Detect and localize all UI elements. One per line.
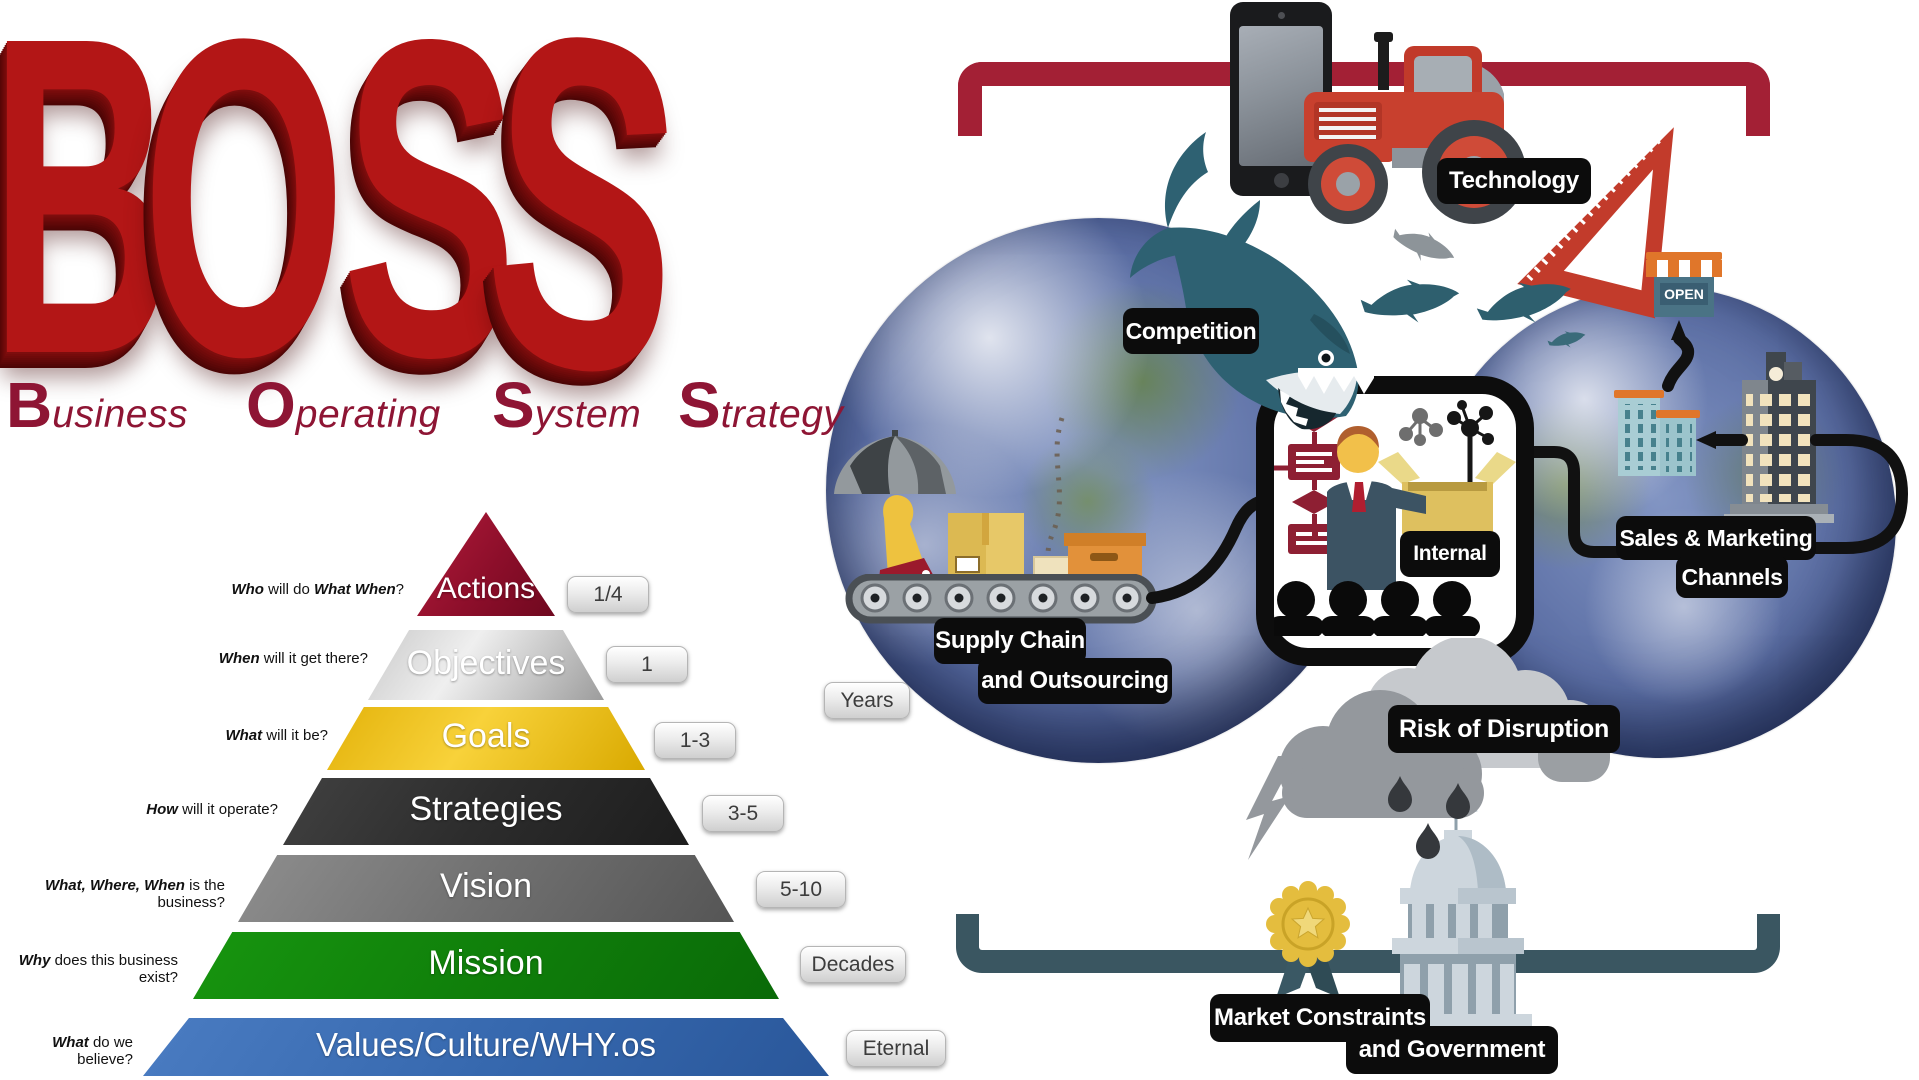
small-fish-icon	[1547, 331, 1586, 348]
question-segment: Why	[18, 952, 51, 969]
question-segment: will do	[263, 581, 314, 598]
pyramid-layer-vision	[238, 855, 734, 922]
timescale-badge-1: 1	[606, 646, 688, 683]
small-gray-shark-icon	[1393, 228, 1455, 262]
shark-bite-mark	[1298, 368, 1374, 394]
word-cap: B	[6, 369, 53, 441]
timescale-badge-eternal: Eternal	[846, 1030, 946, 1067]
skyscraper-icon	[1724, 352, 1834, 523]
store-open-sign: OPEN	[1664, 286, 1704, 302]
cargo-boxes-icon	[948, 513, 1146, 584]
pyramid-layer-label: Goals	[441, 717, 531, 756]
timescale-badge-1-4: 1/4	[567, 576, 649, 613]
question-segment: What	[225, 727, 263, 744]
ruler-icon	[1517, 127, 1674, 319]
word-rest: ystem	[534, 393, 642, 436]
timescale-badge-1-3: 1-3	[654, 722, 736, 759]
question-segment: is the business?	[157, 877, 225, 911]
presenter-icon	[1327, 426, 1426, 590]
word-cap: S	[678, 369, 721, 441]
label-supply-chain: Supply Chain	[934, 618, 1086, 664]
pyramid-layer-label: Objectives	[406, 643, 566, 682]
pyramid-question: How will it operate?	[0, 801, 278, 818]
bottom-bracket	[956, 914, 1780, 973]
pyramid-question: What do we believe?	[0, 1034, 133, 1068]
label-internal: Internal	[1400, 531, 1500, 577]
label-risk-of-disruption: Risk of Disruption	[1388, 705, 1620, 753]
timescale-badge-5-10: 5-10	[756, 871, 846, 908]
word-cap: S	[492, 369, 535, 441]
label-and-government: and Government	[1346, 1026, 1558, 1074]
pyramid-question: What, Where, When is the business?	[0, 877, 225, 911]
question-segment: What, Where, When	[44, 877, 185, 894]
lightning-icon	[1246, 756, 1296, 860]
boss-letter-b: B	[0, 0, 173, 448]
buildings-icon	[1614, 390, 1700, 476]
top-bracket	[958, 62, 1770, 136]
question-segment: When	[218, 650, 260, 667]
word-cap: O	[246, 369, 296, 441]
question-segment: will it operate?	[177, 801, 278, 818]
question-segment: What When	[314, 581, 396, 598]
shark-icon	[1476, 282, 1571, 323]
pyramid-question: What will it be?	[0, 727, 328, 744]
question-segment: does this business exist?	[50, 952, 178, 986]
label-technology: Technology	[1437, 158, 1591, 204]
route-dashes	[1045, 417, 1065, 573]
audience-icons	[1274, 581, 1480, 636]
pyramid-layer-label: Strategies	[409, 790, 563, 829]
timescale-badge-years: Years	[824, 682, 910, 719]
timescale-badge-3-5: 3-5	[702, 795, 784, 832]
label-competition: Competition	[1123, 308, 1259, 354]
internal-scene	[1274, 400, 1516, 636]
store-icon: OPEN	[1646, 252, 1722, 317]
storm-cloud-icon	[1246, 638, 1610, 860]
conveyor-belt-icon	[845, 574, 1157, 624]
pyramid-question: When will it get there?	[0, 650, 368, 667]
label-outsourcing: and Outsourcing	[978, 658, 1172, 704]
tablet-camera-dot	[1278, 12, 1285, 19]
question-segment: do we believe?	[77, 1034, 133, 1068]
label-sales-marketing: Sales & Marketing	[1616, 516, 1816, 560]
pyramid-layer-mission	[193, 932, 779, 999]
pyramid-layer-label: Actions	[436, 572, 536, 605]
pyramid-layer-objectives	[368, 630, 604, 700]
shark-icon	[1360, 279, 1460, 323]
pyramid-layer-values-culture-why-os	[143, 1018, 829, 1076]
tablet-home-button	[1274, 173, 1289, 188]
question-segment: How	[146, 801, 178, 818]
pyramid-question: Who will do What When?	[0, 581, 404, 598]
word-rest: usiness	[52, 393, 188, 436]
question-segment: will it be?	[262, 727, 328, 744]
raindrop-icons	[1388, 776, 1470, 859]
pyramid-layer-label: Vision	[440, 867, 532, 906]
timescale-badge-decades: Decades	[800, 946, 906, 983]
question-segment: Who	[231, 581, 264, 598]
pyramid-question: Why does this business exist?	[0, 952, 178, 986]
pyramid-layer-label: Values/Culture/WHY.os	[316, 1026, 656, 1064]
boss-letter-o: O	[142, 0, 346, 450]
word-rest: trategy	[720, 393, 844, 436]
question-segment: will it get there?	[259, 650, 368, 667]
rosette-seal-icon	[1266, 881, 1350, 998]
question-segment: What	[52, 1034, 89, 1051]
label-channels: Channels	[1676, 556, 1788, 598]
pyramid-layer-strategies	[283, 778, 689, 845]
pyramid-layer-label: Mission	[428, 944, 544, 983]
pyramid-layer-goals	[327, 707, 645, 770]
question-segment: ?	[395, 581, 404, 598]
word-rest: perating	[295, 393, 441, 436]
umbrella-hand-icon	[834, 430, 956, 588]
